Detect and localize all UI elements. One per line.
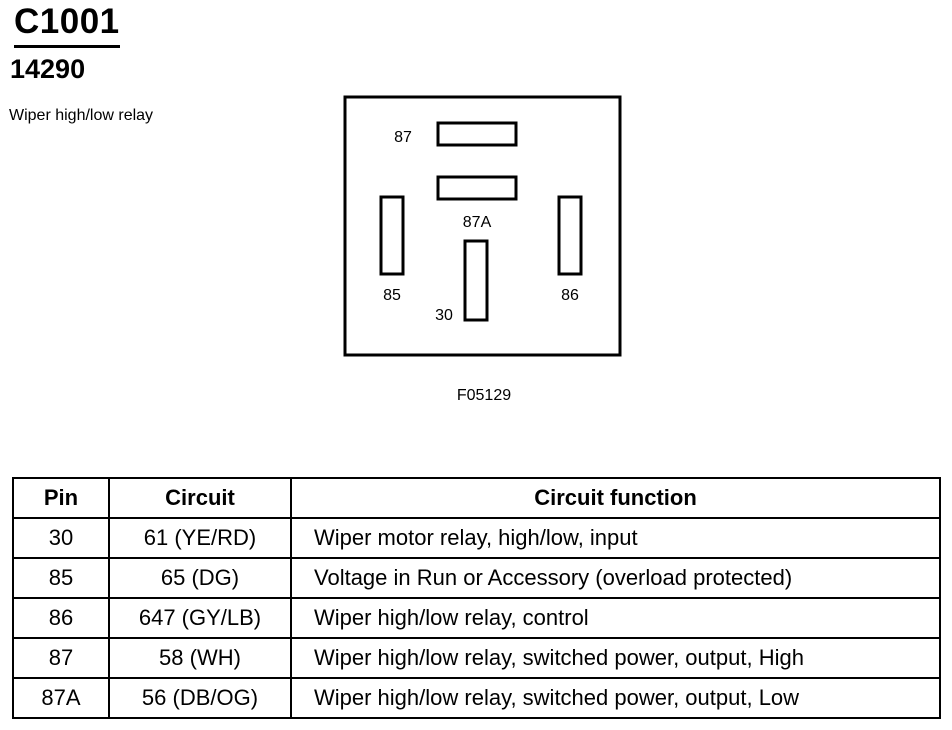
header-circuit-function: Circuit function bbox=[290, 477, 941, 519]
pin-cell: 86 bbox=[12, 597, 110, 639]
circuit-cell: 58 (WH) bbox=[108, 637, 292, 679]
pin-cell: 30 bbox=[12, 517, 110, 559]
connector-id: C1001 bbox=[14, 2, 120, 41]
table-row: 86 647 (GY/LB) Wiper high/low relay, con… bbox=[12, 597, 941, 639]
connector-outline bbox=[343, 95, 622, 357]
circuit-cell: 65 (DG) bbox=[108, 557, 292, 599]
relay-connector-diagram: 87 87A 85 86 30 F05129 bbox=[343, 95, 622, 404]
pin-cell: 87 bbox=[12, 637, 110, 679]
table-row: 30 61 (YE/RD) Wiper motor relay, high/lo… bbox=[12, 517, 941, 559]
terminal-87a bbox=[436, 175, 518, 201]
function-cell: Wiper high/low relay, switched power, ou… bbox=[290, 677, 941, 719]
circuit-cell: 56 (DB/OG) bbox=[108, 677, 292, 719]
table-row: 85 65 (DG) Voltage in Run or Accessory (… bbox=[12, 557, 941, 599]
circuit-cell: 61 (YE/RD) bbox=[108, 517, 292, 559]
header-circuit: Circuit bbox=[108, 477, 292, 519]
header-pin: Pin bbox=[12, 477, 110, 519]
function-cell: Voltage in Run or Accessory (overload pr… bbox=[290, 557, 941, 599]
pin-cell: 87A bbox=[12, 677, 110, 719]
pin-label-86: 86 bbox=[561, 287, 579, 304]
connector-description: Wiper high/low relay bbox=[9, 107, 154, 124]
table-row: 87 58 (WH) Wiper high/low relay, switche… bbox=[12, 637, 941, 679]
terminal-86 bbox=[557, 195, 583, 276]
terminal-85 bbox=[379, 195, 405, 276]
function-cell: Wiper high/low relay, control bbox=[290, 597, 941, 639]
pin-label-87: 87 bbox=[394, 129, 412, 146]
title-underline bbox=[14, 45, 120, 48]
pin-label-30: 30 bbox=[435, 307, 453, 324]
pinout-table: Pin Circuit Circuit function 30 61 (YE/R… bbox=[12, 477, 941, 719]
pin-cell: 85 bbox=[12, 557, 110, 599]
function-cell: Wiper high/low relay, switched power, ou… bbox=[290, 637, 941, 679]
terminal-30 bbox=[463, 239, 489, 322]
pin-label-87a: 87A bbox=[463, 214, 492, 231]
terminal-87 bbox=[436, 121, 518, 147]
figure-id: F05129 bbox=[457, 387, 511, 404]
table-row: 87A 56 (DB/OG) Wiper high/low relay, swi… bbox=[12, 677, 941, 719]
part-number: 14290 bbox=[10, 54, 86, 84]
table-header-row: Pin Circuit Circuit function bbox=[12, 477, 941, 519]
circuit-cell: 647 (GY/LB) bbox=[108, 597, 292, 639]
pin-label-85: 85 bbox=[383, 287, 401, 304]
function-cell: Wiper motor relay, high/low, input bbox=[290, 517, 941, 559]
